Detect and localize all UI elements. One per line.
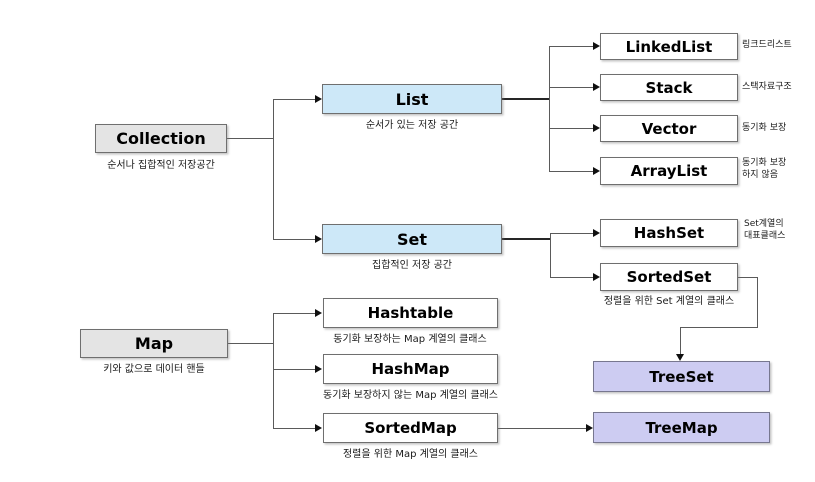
set-subtitle: 집합적인 저장 공간 <box>372 260 452 271</box>
stack-label: Stack <box>645 78 693 97</box>
list-subtitle: 순서가 있는 저장 공간 <box>365 120 459 131</box>
arraylist-label: ArrayList <box>630 162 708 180</box>
node-map: Map <box>80 329 228 358</box>
linkedlist-note: 링크드리스트 <box>742 40 792 50</box>
sortedset-subtitle: 정렬을 위한 Set 계열의 클래스 <box>603 296 735 307</box>
edge-sortedmap-treemap <box>498 428 586 429</box>
edge-set-trunk <box>550 233 551 277</box>
node-linkedlist: LinkedList <box>600 33 738 60</box>
hashset-note: Set계열의 대표클래스 <box>744 219 786 241</box>
map-subtitle: 키와 값으로 데이터 핸들 <box>103 364 205 375</box>
sortedset-label: SortedSet <box>626 268 712 286</box>
edge-map-trunk <box>273 313 274 429</box>
arraylist-note: 동기화 보장 하지 않음 <box>742 158 787 180</box>
collection-label: Collection <box>116 129 206 148</box>
arrowhead-stack <box>593 83 600 91</box>
node-arraylist: ArrayList <box>600 157 738 185</box>
arrowhead-sortedmap <box>315 424 322 432</box>
arrowhead-set <box>315 235 322 243</box>
arrowhead-sortedset <box>593 273 600 281</box>
node-hashset: HashSet <box>600 219 738 247</box>
linkedlist-label: LinkedList <box>625 37 713 56</box>
node-stack: Stack <box>600 74 738 101</box>
arrowhead-hashtable <box>315 309 322 317</box>
edge-list-stem <box>502 98 549 100</box>
edge-list-arraylist <box>549 171 593 172</box>
list-label: List <box>395 89 429 109</box>
edge-collection-list <box>273 99 315 100</box>
stack-note: 스택자료구조 <box>742 82 792 92</box>
edge-list-vector <box>549 128 593 129</box>
hashset-label: HashSet <box>633 224 705 242</box>
arrowhead-list <box>315 95 322 103</box>
node-set: Set <box>322 224 502 254</box>
sortedmap-label: SortedMap <box>364 419 457 437</box>
edge-list-linkedlist <box>549 46 593 47</box>
node-vector: Vector <box>600 115 738 142</box>
edge-collection-stem <box>227 138 273 139</box>
treeset-label: TreeSet <box>649 367 714 386</box>
sortedmap-subtitle: 정렬을 위한 Map 계열의 클래스 <box>342 449 479 460</box>
arrowhead-treeset <box>676 354 684 361</box>
node-treemap: TreeMap <box>593 412 770 443</box>
edge-sortedset-back <box>680 327 758 328</box>
arrowhead-hashmap <box>315 365 322 373</box>
edge-set-hashset <box>550 233 593 234</box>
node-collection: Collection <box>95 124 227 153</box>
treemap-label: TreeMap <box>645 418 718 437</box>
hashtable-label: Hashtable <box>367 304 454 322</box>
node-hashtable: Hashtable <box>323 298 498 328</box>
edge-sortedset-down2 <box>680 327 681 355</box>
arrowhead-vector <box>593 124 600 132</box>
vector-label: Vector <box>641 119 697 138</box>
arrowhead-linkedlist <box>593 42 600 50</box>
edge-list-trunk <box>549 46 550 171</box>
hashmap-label: HashMap <box>371 360 450 378</box>
edge-map-stem <box>228 343 273 344</box>
node-sortedmap: SortedMap <box>323 413 498 443</box>
edge-collection-trunk <box>273 99 274 240</box>
set-label: Set <box>396 229 428 249</box>
edge-list-stack <box>549 87 593 88</box>
edge-map-hashmap <box>273 369 315 370</box>
map-label: Map <box>134 334 174 353</box>
edge-sortedset-out <box>738 277 757 278</box>
hashmap-subtitle: 동기화 보장하지 않는 Map 계열의 클래스 <box>323 390 498 401</box>
node-sortedset: SortedSet <box>600 263 738 291</box>
arrowhead-arraylist <box>593 167 600 175</box>
edge-map-hashtable <box>273 313 315 314</box>
edge-collection-set <box>273 239 315 240</box>
node-hashmap: HashMap <box>323 354 498 384</box>
collection-subtitle: 순서나 집합적인 저장공간 <box>107 160 215 171</box>
node-list: List <box>322 84 502 114</box>
node-treeset: TreeSet <box>593 361 770 392</box>
hashtable-subtitle: 동기화 보장하는 Map 계열의 클래스 <box>333 334 487 345</box>
arrowhead-hashset <box>593 229 600 237</box>
edge-sortedset-down1 <box>757 277 758 327</box>
edge-set-sortedset <box>550 277 593 278</box>
arrowhead-treemap <box>586 424 593 432</box>
edge-set-stem <box>502 238 550 240</box>
edge-map-sortedmap <box>273 428 315 429</box>
vector-note: 동기화 보장 <box>742 123 787 133</box>
